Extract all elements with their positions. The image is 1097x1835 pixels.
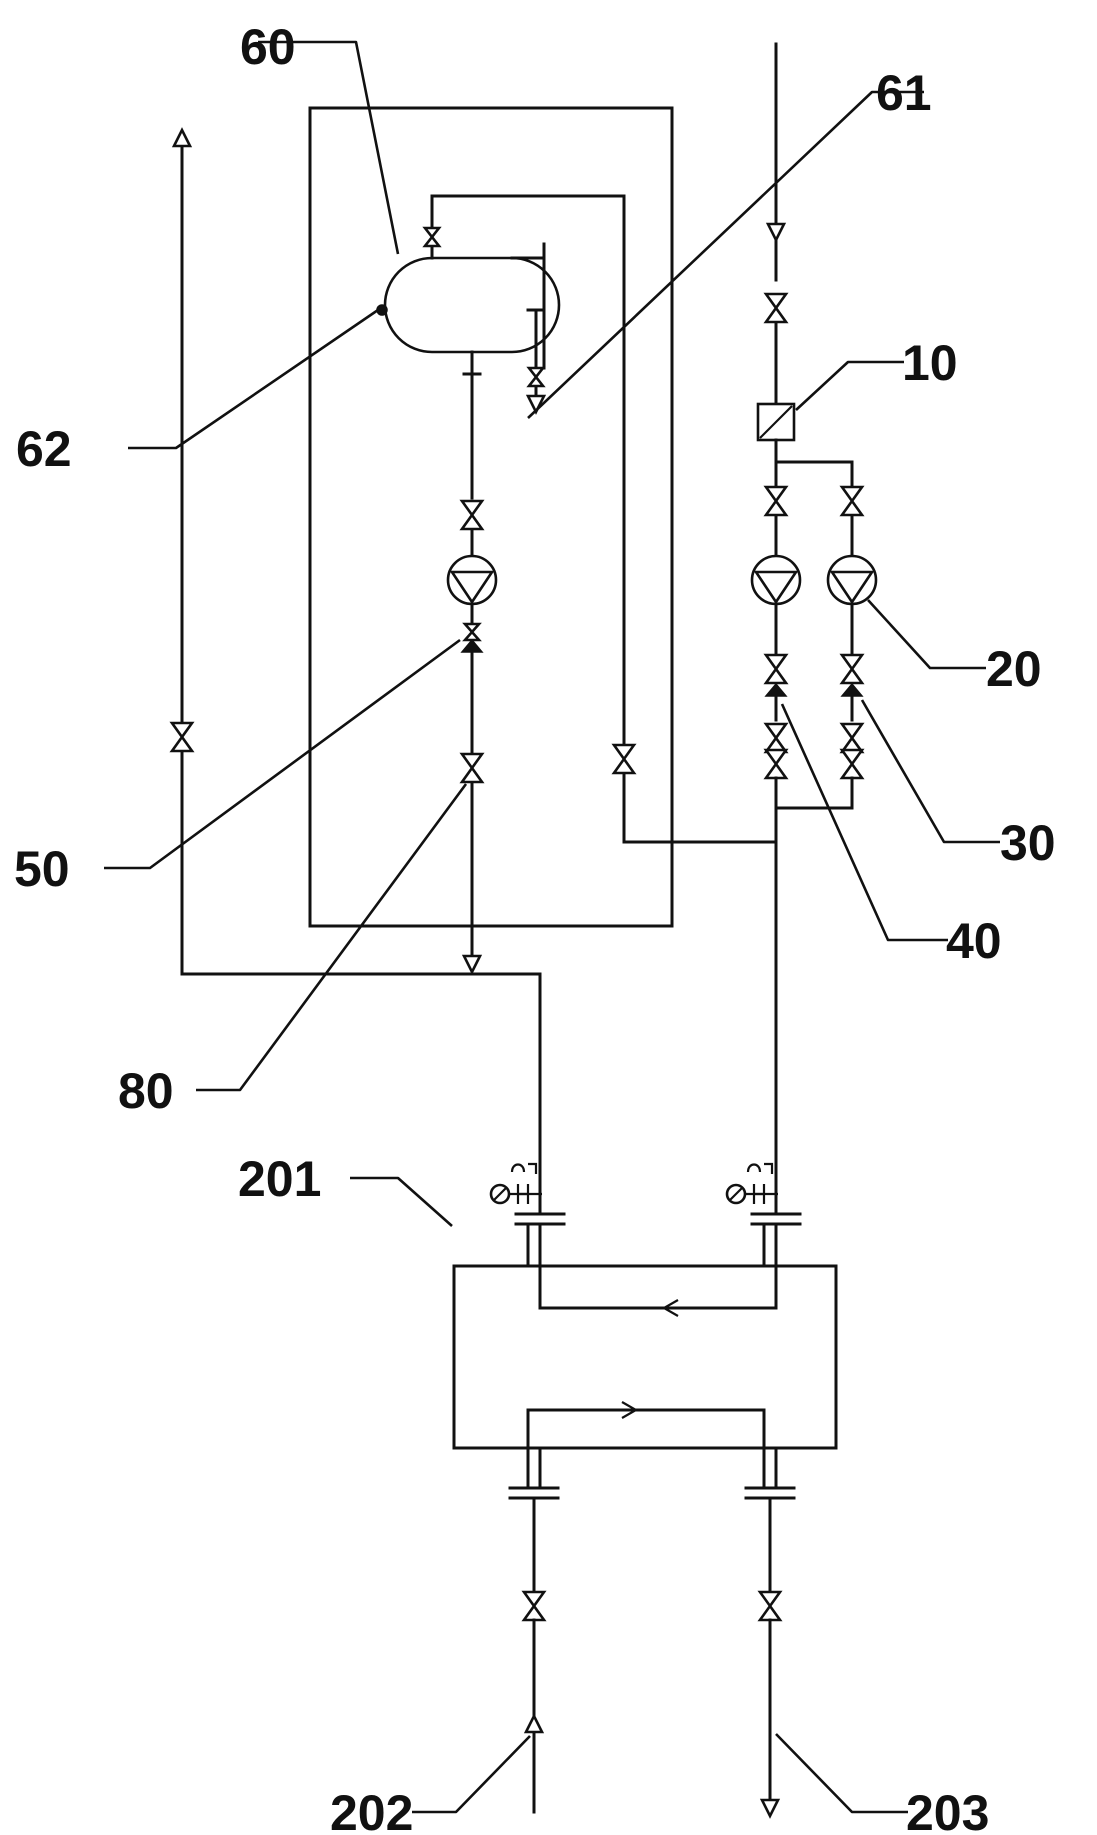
pressure-gauge-left <box>489 1162 544 1206</box>
outlet-line-203 <box>758 1496 782 1818</box>
main-supply-line <box>756 42 854 488</box>
label-50: 50 <box>14 841 70 897</box>
tank-60 <box>376 194 626 414</box>
enclosure-frame <box>308 106 674 928</box>
label-62: 62 <box>16 421 72 477</box>
pump-branch-b <box>774 485 878 810</box>
label-80: 80 <box>118 1063 174 1119</box>
pressure-gauge-right <box>725 1162 780 1206</box>
label-203: 203 <box>906 1785 989 1835</box>
tank-outlet-line <box>446 372 542 1216</box>
label-10: 10 <box>902 335 958 391</box>
label-202: 202 <box>330 1785 413 1835</box>
label-61: 61 <box>876 65 932 121</box>
heat-exchanger-201 <box>452 1222 838 1490</box>
label-20: 20 <box>986 641 1042 697</box>
left-vent-line <box>170 128 542 976</box>
label-30: 30 <box>1000 815 1056 871</box>
label-40: 40 <box>946 913 1002 969</box>
inlet-line-202 <box>522 1496 546 1814</box>
label-60: 60 <box>240 19 296 75</box>
pump-branch-a <box>750 485 802 1216</box>
leader-lines <box>104 40 1000 1814</box>
label-201: 201 <box>238 1151 321 1207</box>
bypass-line <box>612 194 778 844</box>
